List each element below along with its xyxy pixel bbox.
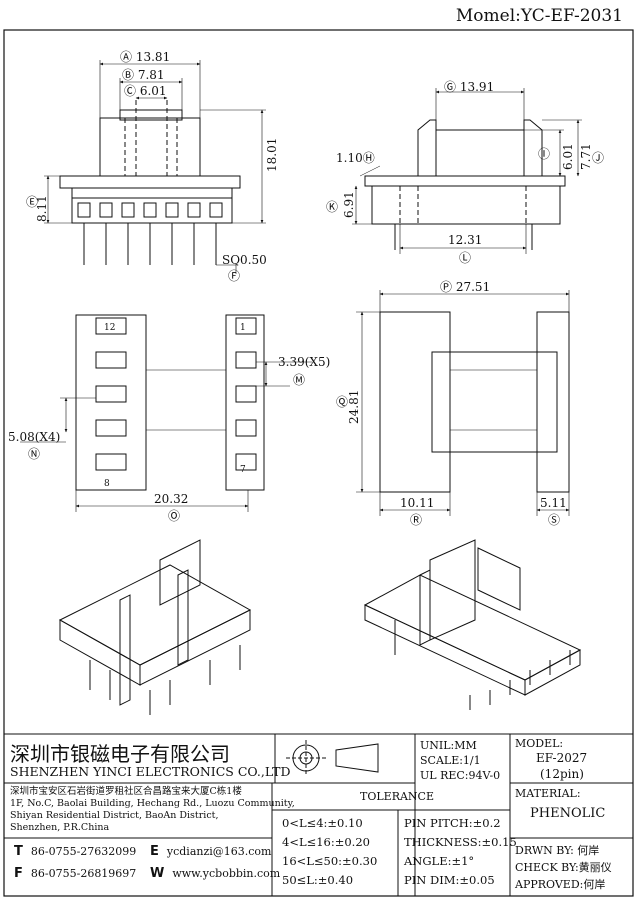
dim-M-marker: Ⓜ xyxy=(293,373,305,387)
address-en-3: Shenzhen, P.R.China xyxy=(10,822,110,833)
model-title: Momel:YC-EF-2031 xyxy=(455,6,623,26)
side-view-labels: Ⓖ 13.91 1.10Ⓗ 6.01 7.71 Ⓘ Ⓙ 6.91 Ⓚ 12.31… xyxy=(326,80,604,265)
dim-S: 5.11 xyxy=(540,496,567,510)
dim-G-label: Ⓖ 13.91 xyxy=(444,80,494,94)
unit: UNIL:MM xyxy=(420,739,477,752)
ul-rec: UL REC:94V-0 xyxy=(420,769,501,782)
material-value: PHENOLIC xyxy=(530,806,606,821)
approval-block: DRWN BY: 何岸 CHECK BY:黄丽仪 APPROVED:何岸 xyxy=(515,842,612,893)
model-label: MODEL: xyxy=(515,737,564,750)
email-letter: E xyxy=(150,844,159,859)
dim-B-label: Ⓑ 7.81 xyxy=(122,68,165,82)
pin-12-label: 12 xyxy=(104,323,115,333)
scale: SCALE:1/1 xyxy=(420,754,481,767)
dim-K: 6.91 xyxy=(342,191,356,218)
check-by: CHECK BY:黄丽仪 xyxy=(515,861,612,874)
phone-number: 86-0755-27632099 xyxy=(30,845,137,858)
dim-I: 6.01 xyxy=(561,143,575,170)
dim-J: 7.71 xyxy=(579,143,593,170)
approved-by: APPROVED:何岸 xyxy=(515,878,606,891)
dim-A-label: Ⓐ 13.81 xyxy=(120,50,170,64)
tolerance-title: TOLERANCE xyxy=(360,790,434,803)
tolerance-row: 4<L≤16:±0.20 xyxy=(282,835,370,849)
drawn-by: DRWN BY: 何岸 xyxy=(515,844,600,857)
tolerance-row: 16<L≤50:±0.30 xyxy=(282,854,378,868)
phone-letter: T xyxy=(14,844,23,859)
isometric-view-right xyxy=(363,539,582,710)
dim-O: 20.32 xyxy=(154,492,188,506)
dim-total-height: 18.01 xyxy=(265,138,279,172)
web-address: www.ycbobbin.com xyxy=(172,867,281,880)
dim-K-marker: Ⓚ xyxy=(326,200,338,214)
top-view xyxy=(356,290,570,516)
web-letter: W xyxy=(150,866,165,881)
dim-N: 5.08(X4) xyxy=(8,430,60,444)
email-address: ycdianzi@163.com xyxy=(166,845,272,858)
company-name-cn: 深圳市银磁电子有限公司 xyxy=(10,742,230,766)
model-pins: (12pin) xyxy=(540,767,584,781)
tolerance-row: 50≤L:±0.40 xyxy=(282,873,354,887)
dim-F-marker: Ⓕ xyxy=(228,269,240,283)
fax-row: F 86-0755-26819697 xyxy=(14,866,136,881)
dim-E-marker: Ⓔ xyxy=(26,195,38,209)
dim-M: 3.39(X5) xyxy=(278,355,330,369)
dim-H-label: 1.10Ⓗ xyxy=(336,151,375,165)
isometric-view-left xyxy=(58,539,252,715)
top-view-labels: Ⓟ 27.51 24.81 Ⓠ 10.11 Ⓡ 5.11 Ⓢ xyxy=(336,280,567,527)
dim-S-marker: Ⓢ xyxy=(548,513,560,527)
company-address: 深圳市宝安区石岩街道罗租社区合昌路宝来大厦C栋1楼 1F, No.C, Baol… xyxy=(10,786,295,834)
tolerance-row: ANGLE:±1° xyxy=(404,854,475,868)
tolerance-row: 0<L≤4:±0.10 xyxy=(282,816,363,830)
pin-layout-view xyxy=(20,314,312,512)
address-en-1: 1F, No.C, Baolai Building, Hechang Rd., … xyxy=(10,798,295,809)
title-block-lines xyxy=(3,733,634,897)
side-view xyxy=(352,88,582,254)
dim-N-marker: Ⓝ xyxy=(28,447,40,461)
dim-Q: 24.81 xyxy=(347,390,361,424)
dim-R: 10.11 xyxy=(400,496,434,510)
tolerance-left: 0<L≤4:±0.10 4<L≤16:±0.20 16<L≤50:±0.30 5… xyxy=(282,814,377,890)
phone-row: T 86-0755-27632099 xyxy=(14,844,136,859)
dim-J-marker: Ⓙ xyxy=(592,151,604,165)
address-en-2: Shiyan Residential District, BaoAn Distr… xyxy=(10,810,219,821)
pin-1-label: 1 xyxy=(240,323,246,333)
fax-number: 86-0755-26819697 xyxy=(30,867,137,880)
tolerance-row: THICKNESS:±0.15 xyxy=(404,835,517,849)
company-name-en: SHENZHEN YINCI ELECTRONICS CO.,LTD xyxy=(10,764,291,779)
dim-F: SQ0.50 xyxy=(222,253,267,267)
dim-C-label: Ⓒ 6.01 xyxy=(124,84,167,98)
address-cn: 深圳市宝安区石岩街道罗租社区合昌路宝来大厦C栋1楼 xyxy=(10,786,242,797)
dim-E: 8.11 xyxy=(35,195,49,222)
front-view xyxy=(44,60,266,274)
material-label: MATERIAL: xyxy=(515,787,581,800)
pin-layout-labels: 3.39(X5) Ⓜ 5.08(X4) Ⓝ 20.32 Ⓞ 12 1 8 7 xyxy=(8,323,330,523)
model-value: EF-2027 xyxy=(536,751,588,765)
dim-Q-marker: Ⓠ xyxy=(336,395,348,409)
pin-7-label: 7 xyxy=(240,465,246,475)
fax-letter: F xyxy=(14,866,23,881)
dim-I-marker: Ⓘ xyxy=(538,147,550,161)
dim-P-label: Ⓟ 27.51 xyxy=(440,280,490,294)
pin-8-label: 8 xyxy=(104,479,110,489)
dim-O-marker: Ⓞ xyxy=(168,509,180,523)
front-view-labels: Ⓐ 13.81 Ⓑ 7.81 Ⓒ 6.01 18.01 8.11 Ⓔ SQ0.5… xyxy=(26,50,279,283)
dim-L-marker: Ⓛ xyxy=(459,251,471,265)
dim-L: 12.31 xyxy=(448,233,482,247)
unit-scale-block: UNIL:MM SCALE:1/1 UL REC:94V-0 xyxy=(420,738,500,783)
dim-R-marker: Ⓡ xyxy=(410,513,422,527)
tolerance-row: PIN DIM:±0.05 xyxy=(404,873,495,887)
tolerance-right: PIN PITCH:±0.2 THICKNESS:±0.15 ANGLE:±1°… xyxy=(404,814,517,890)
tolerance-row: PIN PITCH:±0.2 xyxy=(404,816,501,830)
